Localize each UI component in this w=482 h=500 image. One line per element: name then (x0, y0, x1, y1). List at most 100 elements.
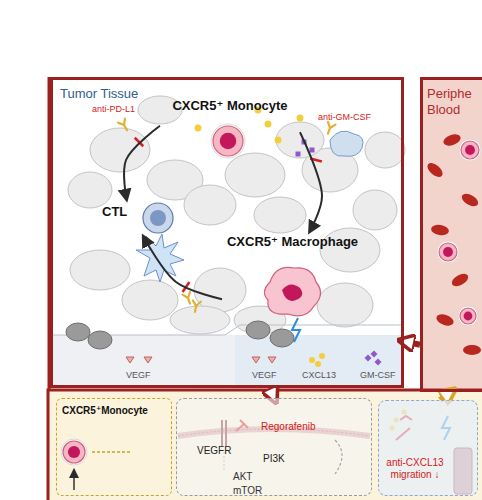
stromal-cell (246, 321, 270, 339)
connector-arrow (124, 126, 160, 200)
red-blood-cell (425, 160, 445, 179)
connector-arrow (269, 388, 274, 398)
annotation-label: CXCL13 (302, 370, 336, 380)
blood-ground (420, 77, 482, 392)
tumor-cell (194, 268, 246, 312)
tumor-cell (254, 197, 306, 233)
stroma-band (235, 335, 404, 388)
ctl-cell (143, 203, 173, 233)
myeloid-cell (330, 131, 363, 156)
cxcl13-symbol (297, 115, 304, 122)
monocyte-cell (437, 241, 459, 263)
monocyte-cell (461, 141, 479, 159)
node-text: CXCR5⁺ Monocyte (163, 98, 297, 114)
gmcsf-symbol (370, 350, 377, 357)
connector-arrow (143, 236, 222, 299)
red-blood-cell (463, 345, 481, 355)
antibody-symbol (183, 292, 194, 305)
monocyte-cell (61, 439, 87, 465)
node-box: CXCR5⁺ Monocyte (160, 96, 300, 162)
red-blood-cell (450, 271, 471, 289)
monocyte-nucleus (464, 312, 473, 321)
monocyte-nucleus (68, 446, 80, 458)
frame-line (48, 390, 482, 500)
dashed-line (92, 451, 130, 453)
node-box: CXCR5⁺ Macrophage (222, 232, 363, 316)
dendritic-cell (136, 234, 184, 282)
monocyte-cell (213, 126, 243, 156)
ctl-nucleus (150, 210, 166, 226)
vegf-symbol (252, 357, 260, 363)
monocyte-nucleus (465, 145, 475, 155)
node-text: VEGFR (197, 445, 231, 457)
node-text: PI3K (263, 453, 285, 465)
monocyte-cell (460, 308, 476, 324)
tumor-cell (68, 172, 112, 208)
monocyte-nucleus (220, 133, 237, 150)
node-box: CXCR5⁺Monocyte (56, 398, 172, 496)
monocyte-cell (459, 139, 481, 161)
node-text: CXCR5⁺ Macrophage (225, 234, 360, 250)
node-box: Tumor TissueCXCR5⁺ MonocyteCTLCXCR5⁺ Mac… (50, 77, 404, 388)
node-text: AKT (233, 471, 252, 483)
monocyte-cell (63, 441, 85, 463)
vegf-symbol (144, 357, 152, 363)
monocyte-cell (458, 306, 478, 326)
cxcl13-symbol (265, 121, 272, 128)
annotation-label: VEGF (126, 370, 151, 380)
tumor-cell (365, 132, 405, 168)
monocyte-cell (211, 124, 245, 158)
antibody-symbol (191, 300, 201, 312)
tumor-cell (317, 283, 373, 327)
tumor-cell (122, 280, 178, 320)
tumor-cell (225, 153, 285, 197)
vegf-symbol (268, 357, 276, 363)
monocyte-nucleus (443, 247, 453, 257)
tumor-cell (184, 185, 236, 225)
tumor-cell (90, 128, 150, 172)
red-blood-cell (430, 224, 449, 237)
node-box: Periphe Blood (420, 77, 482, 392)
lower-ground (48, 390, 482, 500)
connector-arrow (404, 341, 420, 344)
gmcsf-symbol (310, 148, 315, 153)
annotation-label: GM-CSF (360, 370, 396, 380)
tumor-cell (170, 306, 230, 334)
stromal-cell (66, 323, 90, 341)
tumor-cell (276, 122, 324, 158)
monocyte-cell (439, 243, 457, 261)
vegf-symbol (126, 357, 134, 363)
node-text: CXCR5⁺Monocyte (62, 405, 166, 417)
stroma-band (50, 335, 235, 388)
gmcsf-symbol (296, 152, 301, 157)
connector-arrow (300, 132, 322, 232)
cxcl13-symbol (275, 137, 282, 144)
node-box: CTL (98, 200, 180, 236)
node-box: VEGFR RegorafenibPI3K AKT mTOR (176, 398, 372, 496)
antibody-symbol (324, 122, 335, 135)
annotation-label: VEGF (252, 370, 277, 380)
macrophage-nucleus (282, 284, 302, 300)
macrophage-cell (264, 267, 320, 316)
red-blood-cell (460, 191, 481, 209)
cxcl13-symbol (195, 125, 202, 132)
lightning-symbol (292, 318, 300, 342)
node-text: Periphe Blood (427, 86, 479, 117)
tumor-cell (70, 250, 130, 290)
tumor-cell (353, 190, 397, 230)
antibody-symbol (118, 119, 130, 133)
node-text: anti-CXCL13 migration ↓ (383, 457, 447, 481)
cxcl13-symbol (319, 353, 325, 359)
node-text: mTOR (233, 485, 262, 497)
stromal-cell (270, 329, 294, 347)
stromal-cell (88, 331, 112, 349)
connector-arrow (440, 392, 451, 400)
tissue-ground (50, 77, 404, 335)
node-text: Regorafenib (261, 421, 315, 433)
gmcsf-symbol (374, 358, 381, 365)
red-blood-cell (442, 132, 462, 148)
annotation-label: anti-PD-L1 (92, 104, 135, 114)
cxcl13-symbol (315, 361, 321, 367)
